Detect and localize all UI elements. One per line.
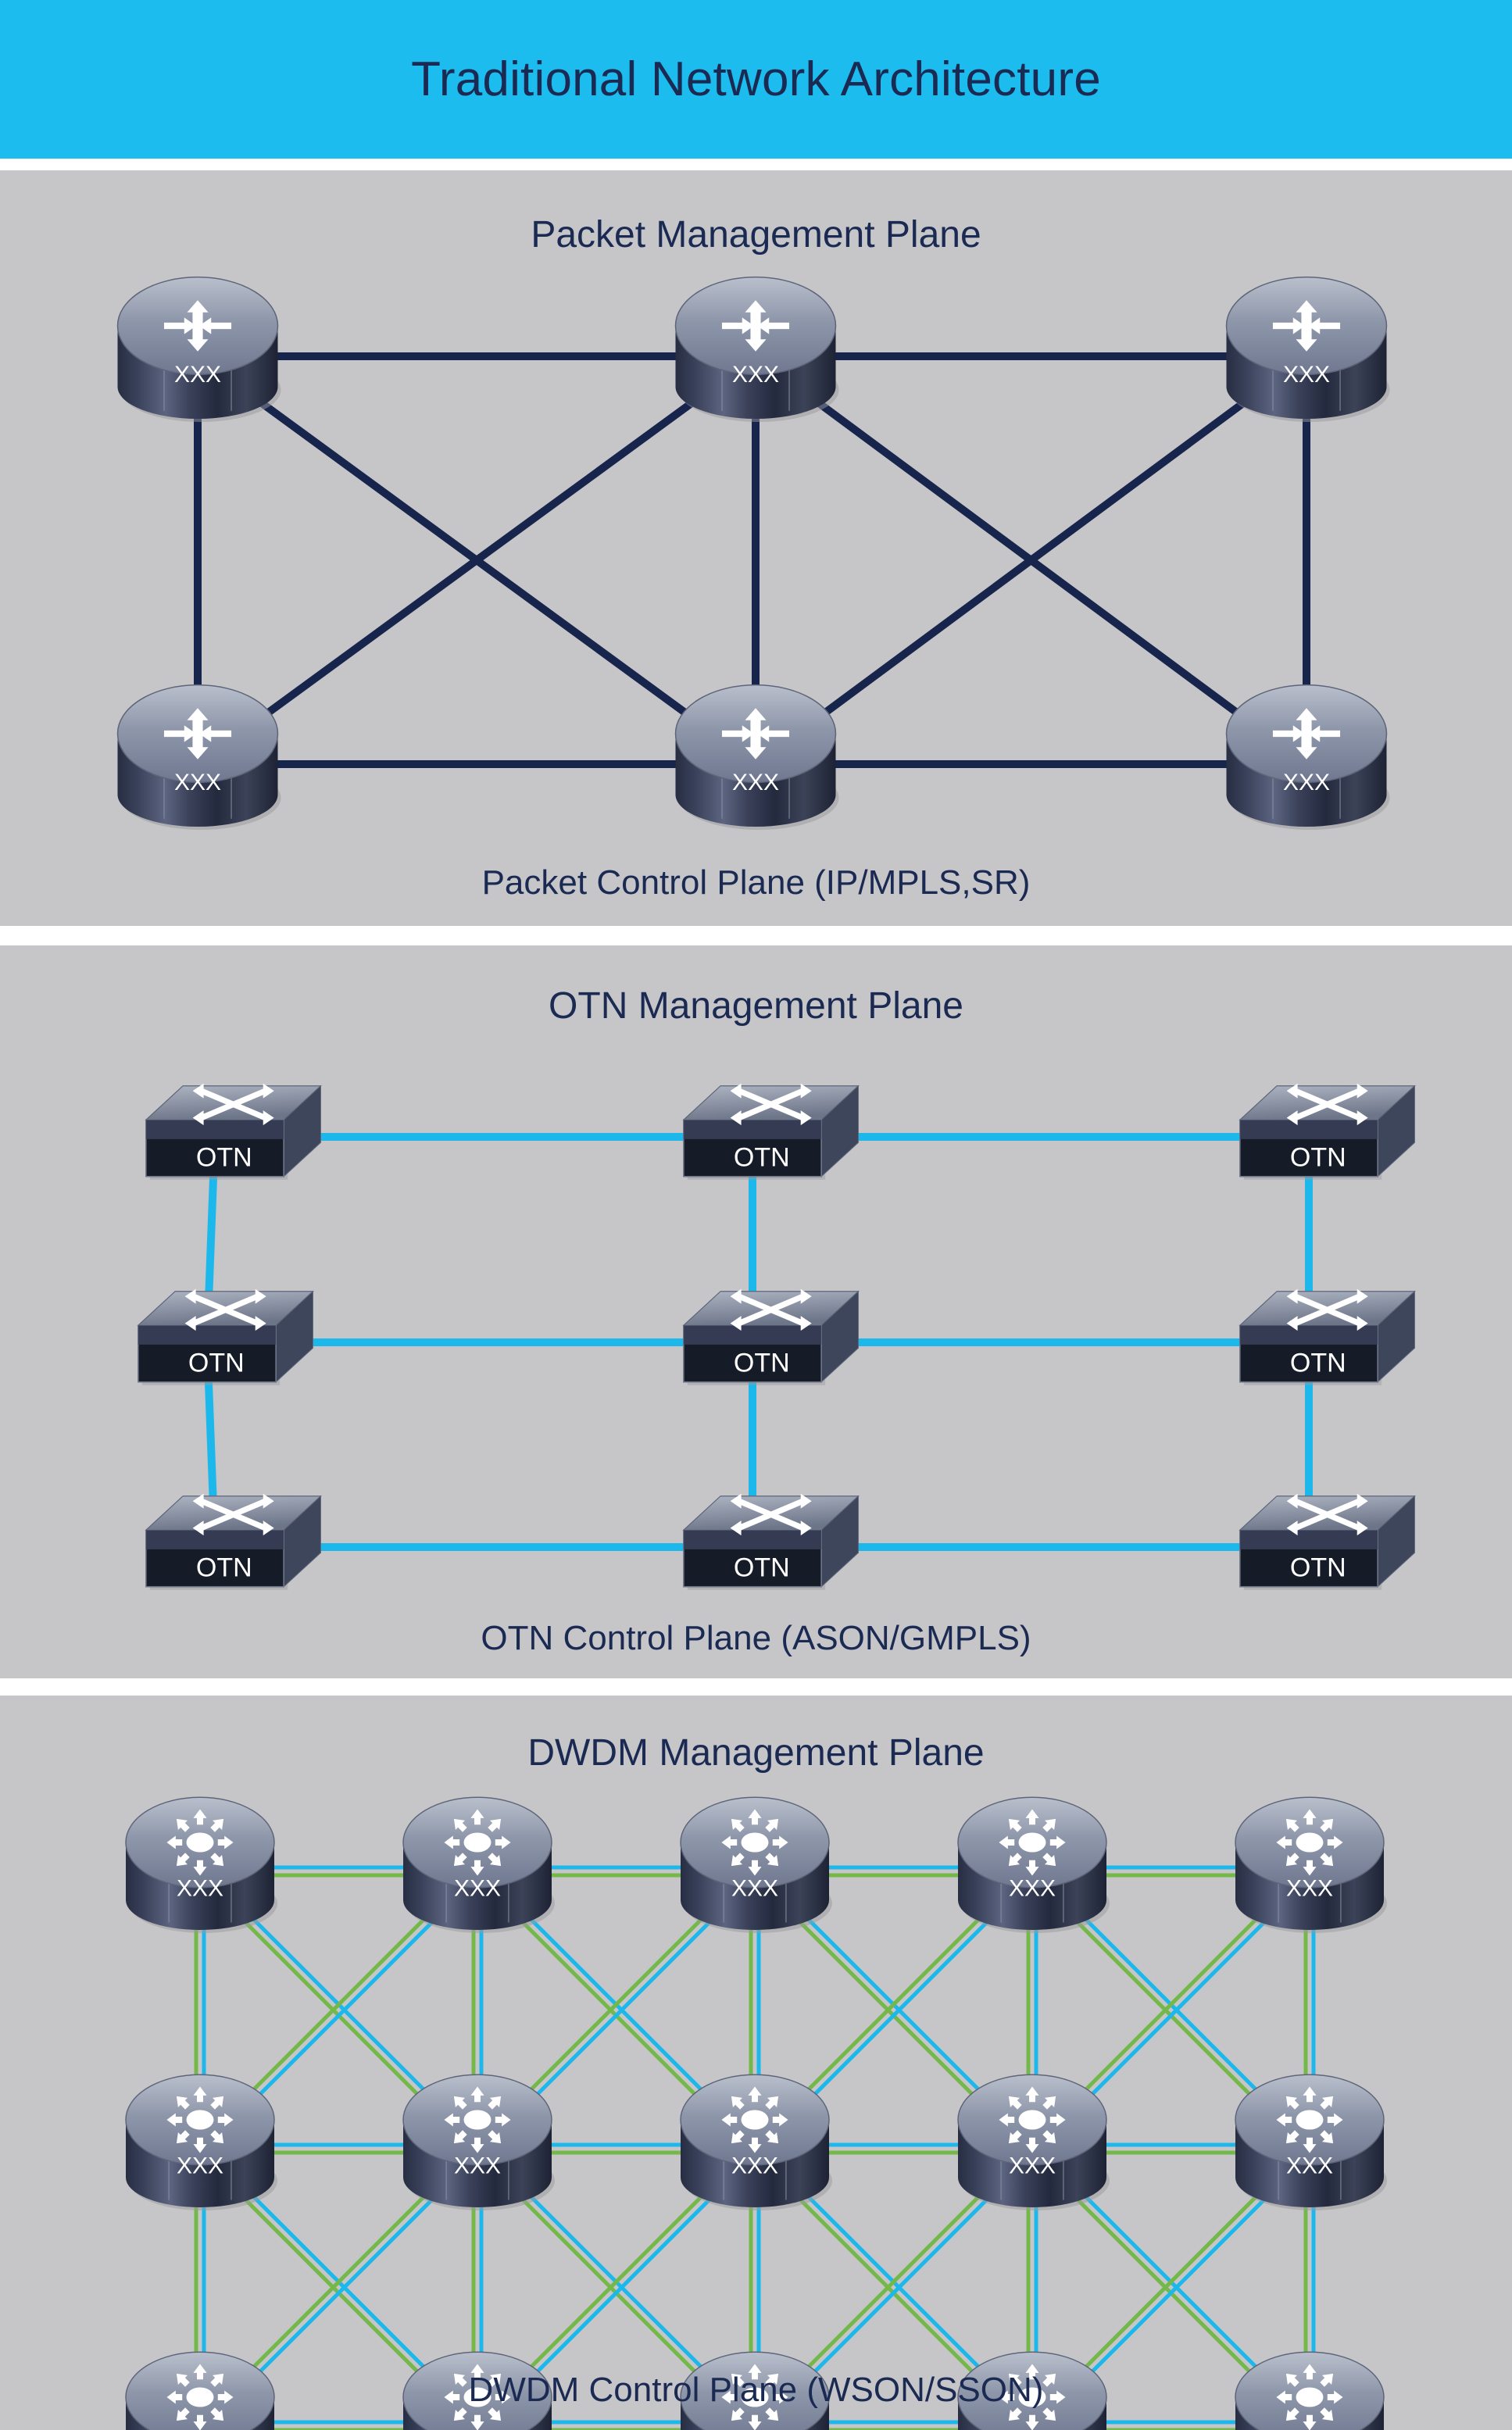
network-node: OTN [682,1083,860,1180]
node-label: XXX [1286,1875,1333,1901]
network-node: OTN [1239,1493,1416,1590]
network-node: XXX [680,2351,830,2430]
panel-otn-caption: OTN Control Plane (ASON/GMPLS) [481,1619,1031,1657]
dwdm-topology-svg: XXX XXX XXX XXX XXX XXX XXX XXX XXX XXX XXX XXX XXX X… [125,1796,1387,2430]
node-label: XXX [1286,2153,1333,2178]
node-label: OTN [1290,1143,1346,1173]
node-label: OTN [196,1143,252,1173]
network-node: XXX [1225,276,1390,422]
network-node: XXX [957,2074,1110,2210]
node-label: XXX [174,770,221,795]
network-node: XXX [125,1796,277,1933]
node-label: XXX [454,1875,501,1901]
network-node: OTN [145,1083,322,1180]
network-links [194,352,1310,768]
node-label: OTN [1290,1349,1346,1378]
network-node: XXX [116,276,281,422]
network-node: XXX [125,2351,275,2430]
node-label: XXX [177,1875,223,1901]
node-label: XXX [732,362,779,388]
page-title: Traditional Network Architecture [411,52,1101,106]
node-label: OTN [734,1553,790,1583]
page-header: Traditional Network Architecture [0,0,1512,159]
network-node: XXX [1225,684,1390,830]
network-node: XXX [957,2351,1107,2430]
panel-dwdm-caption: DWDM Control Plane (WSON/SSON) [468,2371,1044,2409]
node-label: XXX [732,770,779,795]
node-label: XXX [1009,1875,1056,1901]
node-label: XXX [177,2153,223,2178]
node-label: OTN [188,1349,245,1378]
network-node: XXX [680,2074,832,2210]
network-node: XXX [680,1796,832,1933]
network-node: XXX [674,276,839,422]
node-label: OTN [734,1349,790,1378]
network-node: XXX [402,2351,552,2430]
node-label: XXX [174,362,221,388]
dwdm-topology: XXX XXX XXX XXX XXX XXX XXX XXX XXX XXX XXX XXX XXX X… [0,1696,1512,2430]
node-label: OTN [196,1553,252,1583]
node-label: XXX [731,1875,778,1901]
packet-topology-svg: XXX XXX XXX XXX XXX XXX [116,276,1390,830]
node-label: XXX [1283,770,1330,795]
network-node: OTN [1239,1083,1416,1180]
link [753,352,1309,768]
network-node: XXX [402,2074,555,2210]
network-node: OTN [145,1493,322,1590]
panel-otn-title: OTN Management Plane [549,985,963,1027]
network-node: OTN [1239,1288,1416,1385]
network-node: OTN [137,1288,314,1385]
panel-packet-title: Packet Management Plane [531,214,981,256]
network-node: OTN [682,1288,860,1385]
network-node: XXX [125,2074,277,2210]
node-label: OTN [1290,1553,1346,1583]
panel-dwdm-title: DWDM Management Plane [527,1732,985,1774]
network-node: OTN [682,1493,860,1590]
network-node: XXX [402,1796,555,1933]
node-label: XXX [1009,2153,1056,2178]
packet-topology: XXX XXX XXX XXX XXX XXX [0,170,1512,926]
otn-topology: OTN OTN OTN OTN OTN OTN OTN OTN OTN [0,945,1512,1678]
otn-topology-svg: OTN OTN OTN OTN OTN OTN OTN OTN OTN [137,1083,1416,1590]
network-node: XXX [674,684,839,830]
panel-packet-caption: Packet Control Plane (IP/MPLS,SR) [481,863,1031,902]
network-node: XXX [1235,1796,1387,1933]
network-node: XXX [116,684,281,830]
node-label: XXX [1283,362,1330,388]
network-node: XXX [957,1796,1110,1933]
link [195,352,758,768]
node-label: OTN [734,1143,790,1173]
network-node: XXX [1235,2074,1387,2210]
node-label: XXX [731,2153,778,2178]
node-label: XXX [454,2153,501,2178]
